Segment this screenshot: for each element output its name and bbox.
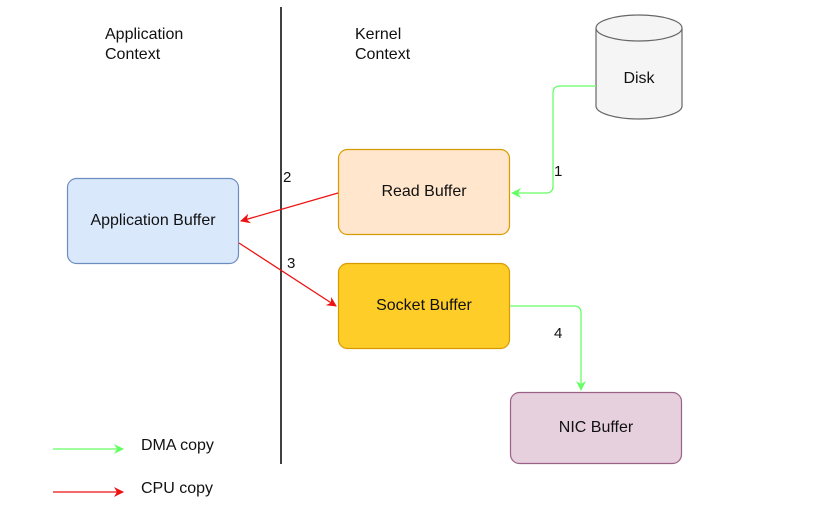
- application-buffer-node: Application Buffer: [67, 178, 239, 264]
- nic-buffer-node: NIC Buffer: [510, 392, 682, 464]
- socket-buffer-node: Socket Buffer: [338, 263, 510, 349]
- nic-buffer-label: NIC Buffer: [558, 419, 634, 436]
- legend-dma-label: DMA copy: [141, 437, 214, 454]
- socket-buffer-label: Socket Buffer: [376, 297, 472, 314]
- nic-buffer-shape: [509, 391, 683, 465]
- kernel-context-label: Kernel Context: [355, 26, 411, 63]
- disk-cylinder: [595, 14, 683, 120]
- step-2-label: 2: [283, 169, 292, 186]
- read-buffer-shape: [337, 148, 511, 236]
- arrow-app-to-socket-buffer: [238, 242, 337, 307]
- application-context-label: Application Context: [105, 26, 184, 63]
- arrow-disk-to-read-buffer: [511, 85, 596, 198]
- step-3-label: 3: [287, 255, 296, 272]
- read-buffer-node: Read Buffer: [338, 149, 510, 235]
- socket-buffer-shape: [337, 262, 511, 350]
- step-4-label: 4: [554, 325, 563, 342]
- disk-label: Disk: [623, 70, 655, 87]
- arrow-read-to-app-buffer: [240, 192, 339, 224]
- arrow-socket-to-nic-buffer: [510, 305, 586, 391]
- legend-cpu-label: CPU copy: [141, 480, 214, 497]
- read-buffer-label: Read Buffer: [381, 183, 467, 200]
- step-1-label: 1: [554, 163, 563, 180]
- app-buffer-shape: [66, 177, 240, 265]
- application-buffer-label: Application Buffer: [90, 212, 216, 229]
